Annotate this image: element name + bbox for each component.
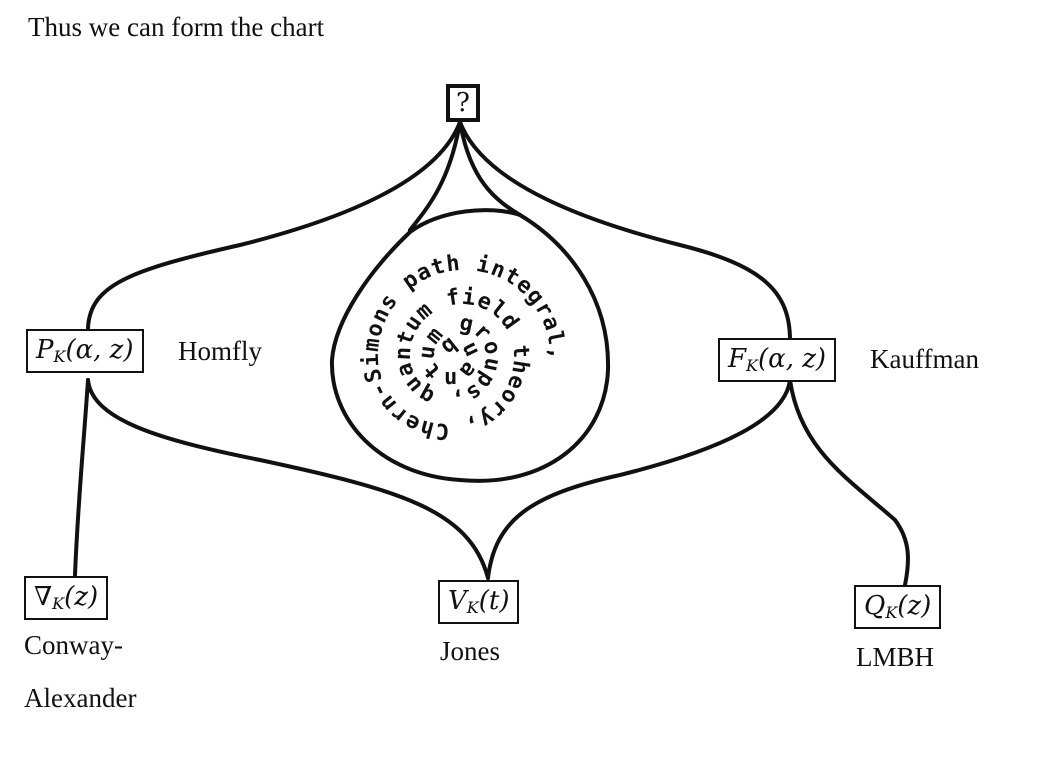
homfly-subscript: K <box>53 347 66 366</box>
lmbh-label: LMBH <box>856 642 935 672</box>
intro-text: Thus we can form the chart <box>28 12 325 42</box>
conway-args: (z) <box>64 582 99 612</box>
edge-kauffman-to-jones <box>486 378 792 580</box>
homfly-symbol: P <box>36 335 54 365</box>
jones-box: VK(t) <box>438 580 520 624</box>
lmbh-args: (z) <box>897 591 932 621</box>
spiral-text: quantum groups, quantum field theory, Ch… <box>0 0 568 443</box>
jones-label: Jones <box>440 636 500 666</box>
spiral-blob-outline <box>329 208 611 483</box>
edge-homfly-to-jones <box>86 378 490 580</box>
conway-symbol: ∇ <box>34 582 53 612</box>
edge-homfly-to-conway <box>73 378 90 577</box>
jones-symbol: V <box>448 586 467 616</box>
kauffman-args: (α, z) <box>758 344 827 374</box>
conway-subscript: K <box>52 594 65 613</box>
edge-top-to-homfly <box>86 120 462 330</box>
top-box-text: ? <box>456 88 470 118</box>
edge-top-to-spiral <box>408 120 462 232</box>
kauffman-label: Kauffman <box>870 344 979 374</box>
kauffman-subscript: K <box>746 356 758 375</box>
homfly-args: (α, z) <box>65 335 134 365</box>
lmbh-symbol: Q <box>864 591 886 621</box>
conway-box: ∇K(z) <box>24 576 109 620</box>
lmbh-subscript: K <box>885 603 898 622</box>
conway-label-line1: Conway- <box>24 630 123 660</box>
jones-subscript: K <box>466 598 479 617</box>
edge-kauffman-to-lmbh <box>788 378 910 587</box>
svg-text:quantum groups, quantum field: quantum groups, quantum field theory, Ch… <box>0 0 569 443</box>
edge-top-to-kauffman <box>458 120 792 342</box>
kauffman-symbol: F <box>728 344 747 374</box>
top-unknown-box: ? <box>446 84 480 122</box>
homfly-label: Homfly <box>178 336 262 366</box>
kauffman-box: FK(α, z) <box>718 338 837 382</box>
homfly-box: PK(α, z) <box>26 329 144 373</box>
spiral-handwriting: quantum groups, quantum field theory, Ch… <box>0 0 569 443</box>
conway-label-line2: Alexander <box>24 683 137 713</box>
jones-args: (t) <box>478 586 510 616</box>
lmbh-box: QK(z) <box>854 585 942 629</box>
